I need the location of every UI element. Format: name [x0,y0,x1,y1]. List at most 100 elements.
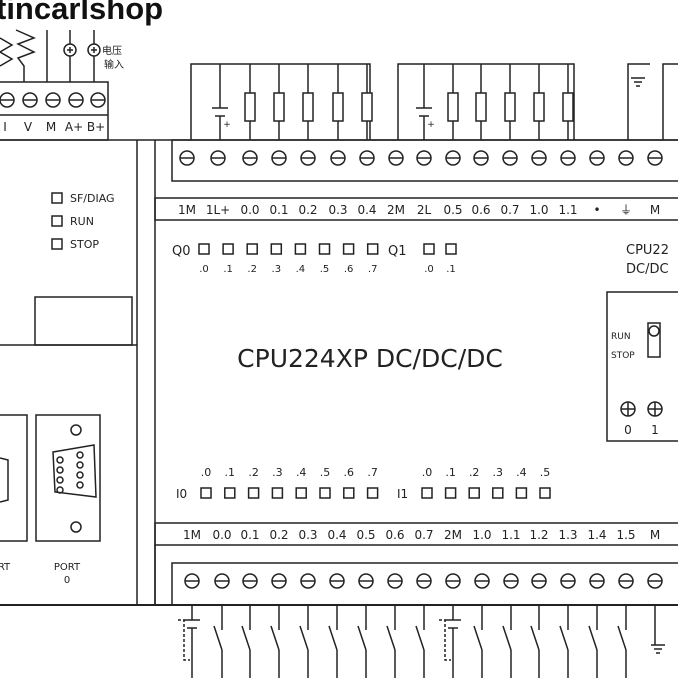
ground-icon [651,644,665,654]
analog-terminal-label: V [24,120,33,134]
run-stop-switch[interactable] [647,322,661,358]
output-terminal-label: 1M [178,203,196,217]
output-led-q0 [342,243,355,255]
db9-pin [56,476,64,484]
bottom-terminal-block [154,522,678,654]
analog-terminal-label: A+ [65,120,83,134]
q0-label: Q0 [172,244,191,259]
i0-label: I0 [176,487,187,501]
input-led-bit: .3 [493,466,504,479]
input-led-bit: .4 [516,466,527,479]
db9-connector-icon [0,457,9,503]
output-led-bit: .0 [424,264,434,275]
input-led-i1 [444,487,457,499]
output-led-bit: .1 [223,264,233,275]
model-short-label: DC/DC [626,262,669,277]
db9-pin [76,471,84,479]
output-led-q0 [222,243,234,255]
db9-pin [56,486,64,494]
output-terminal-label: 0.0 [240,203,259,217]
db9-pin [76,481,84,489]
output-terminal-label: 0.4 [357,203,376,217]
status-led [51,192,63,204]
output-led-bit: .1 [446,264,456,275]
input-led-i1 [539,487,551,499]
input-terminal-label: 0.5 [356,528,375,542]
input-terminal-label: 1.2 [529,528,548,542]
analog-terminal-label: M [46,120,56,134]
voltage-input-label: 电压 [102,44,122,57]
input-led-i0 [271,487,284,499]
voltage-input-label: 输入 [104,58,124,71]
load-resistor-icon [361,92,373,122]
watermark: tincarlshop [0,0,164,26]
switch-icon [473,625,483,651]
load-resistor-icon [302,92,314,122]
status-led-label: SF/DIAG [70,192,115,205]
output-led-bit: .5 [320,264,330,275]
status-led-label: RUN [70,215,94,228]
input-led-bit: .1 [225,466,236,479]
pot-label: 0 [624,423,632,437]
input-terminal-label: 2M [444,528,462,542]
input-led-bit: .7 [367,466,378,479]
output-led-q1 [423,243,435,255]
output-led-bit: .4 [296,264,306,275]
switch-icon [213,625,223,651]
run-label: RUN [611,332,631,342]
port-label: 0 [64,575,70,586]
port-label: RT [0,562,11,573]
input-led-i1 [492,487,504,499]
output-terminal-label: 1L+ [206,203,230,217]
load-resistor-icon [332,92,344,122]
port-0[interactable] [35,414,101,542]
input-led-bit: .0 [422,466,433,479]
input-led-i0 [295,487,307,499]
output-led-bit: .7 [368,264,378,275]
input-led-i0 [319,487,331,499]
input-terminal-label: 1.1 [501,528,520,542]
load-resistor-icon [244,92,256,122]
input-terminal-label: 0.3 [298,528,317,542]
port-screw-icon [70,424,82,436]
input-terminal-label: 0.1 [240,528,259,542]
input-led-i1 [468,487,480,499]
output-terminal-label: 0.5 [443,203,462,217]
mode-switch-box [606,291,678,442]
battery-polarity: + [427,120,435,130]
analog-terminal-label: B+ [87,120,105,134]
output-terminal-label: 1.0 [529,203,548,217]
output-led-bit: .0 [199,264,209,275]
stop-label: STOP [611,351,635,361]
output-terminal-label: 2L [417,203,432,217]
output-led-q0 [294,243,307,255]
output-led-q0 [246,243,258,255]
load-resistor-icon [475,92,487,122]
db9-pin [56,466,64,474]
switch-icon [357,625,367,651]
output-terminal-label: 0.3 [328,203,347,217]
port-1[interactable] [0,414,28,542]
input-terminal-label: 1.3 [558,528,577,542]
output-terminal-label: 0.2 [298,203,317,217]
input-led-i0 [343,487,355,499]
input-terminal-label: 0.0 [212,528,231,542]
load-resistor-icon [533,92,545,122]
output-terminal-label: 0.6 [471,203,490,217]
switch-icon [588,625,598,651]
pot-label: 1 [651,423,659,437]
port-screw-icon [70,521,82,533]
status-led-label: STOP [70,238,99,251]
output-terminal-label: ⏚ [620,203,632,217]
analog-terminal-label: I [3,120,7,134]
input-led-bit: .2 [469,466,480,479]
input-led-bit: .3 [272,466,283,479]
output-led-bit: .3 [272,264,282,275]
input-led-bit: .2 [248,466,259,479]
switch-icon [617,625,627,651]
status-led [51,238,63,250]
input-led-bit: .6 [344,466,355,479]
input-led-bit: .5 [540,466,551,479]
ground-icon [631,77,645,87]
